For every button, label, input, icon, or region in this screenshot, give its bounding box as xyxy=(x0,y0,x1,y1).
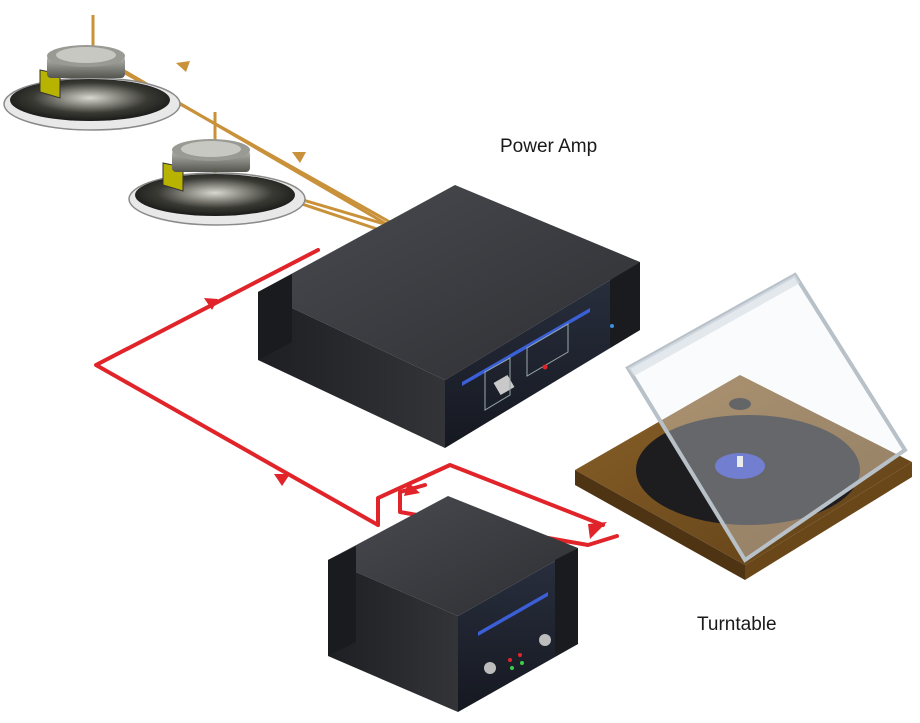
preamp-knob-left xyxy=(484,662,496,674)
power-amp xyxy=(258,185,640,448)
signal-arrow-1 xyxy=(204,298,218,310)
signal-arrow-3 xyxy=(404,482,420,496)
signal-arrow-2 xyxy=(274,474,290,486)
speaker-cable-arrow-2 xyxy=(292,152,306,163)
turntable-dust-cover xyxy=(625,272,908,563)
turntable-label: Turntable xyxy=(697,614,777,635)
preamp-knob-right xyxy=(539,634,551,646)
power-amp-label: Power Amp xyxy=(500,136,598,157)
signal-arrow-4 xyxy=(588,522,607,539)
speaker-2 xyxy=(128,139,306,226)
signal-cable-preamp-to-turntable xyxy=(376,463,605,527)
signal-cable-outer xyxy=(94,248,380,527)
power-amp-volume-knob xyxy=(493,374,515,396)
speaker-1 xyxy=(3,45,181,131)
phono-preamp xyxy=(328,496,578,712)
signal-cable-arrows xyxy=(204,298,607,539)
turntable xyxy=(575,272,912,580)
speaker-cable-arrow-1 xyxy=(176,61,190,72)
